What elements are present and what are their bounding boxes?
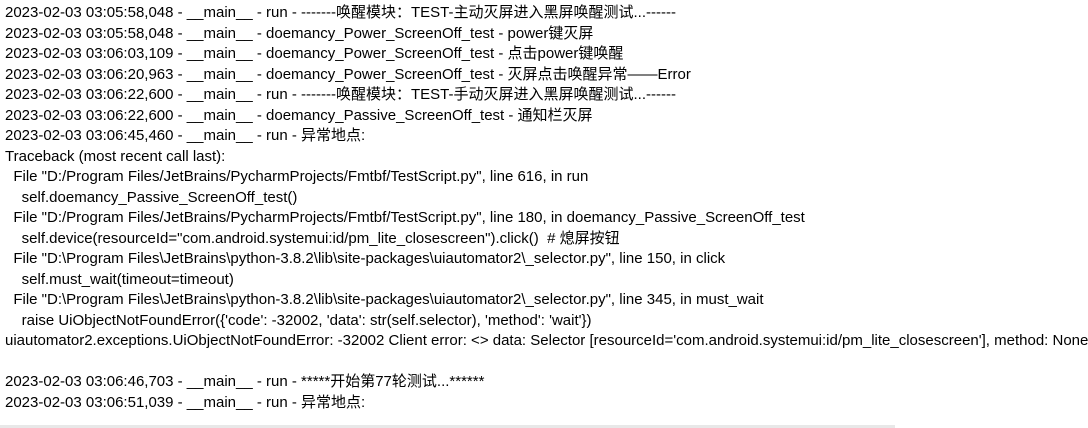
horizontal-scroll-track[interactable] xyxy=(0,425,895,428)
log-lines: 2023-02-03 03:05:58,048 - __main__ - run… xyxy=(5,3,1088,413)
log-line: 2023-02-03 03:06:22,600 - __main__ - doe… xyxy=(5,106,593,124)
log-line: 2023-02-03 03:06:20,963 - __main__ - doe… xyxy=(5,65,691,83)
traceback-code: self.device(resourceId="com.android.syst… xyxy=(5,229,620,247)
traceback-header: Traceback (most recent call last): xyxy=(5,147,226,165)
blank-line xyxy=(5,352,895,373)
traceback-frame: File "D:/Program Files/JetBrains/Pycharm… xyxy=(5,168,589,185)
traceback-code: self.must_wait(timeout=timeout) xyxy=(5,270,234,288)
log-line: 2023-02-03 03:06:51,039 - __main__ - run… xyxy=(5,393,366,411)
log-line: 2023-02-03 03:06:46,703 - __main__ - run… xyxy=(5,373,485,390)
log-line: 2023-02-03 03:06:03,109 - __main__ - doe… xyxy=(5,45,624,62)
log-line: 2023-02-03 03:06:45,460 - __main__ - run… xyxy=(5,127,366,144)
traceback-code: self.doemancy_Passive_ScreenOff_test() xyxy=(5,188,298,206)
traceback-frame: File "D:/Program Files/JetBrains/Pycharm… xyxy=(5,209,805,226)
log-line: 2023-02-03 03:05:58,048 - __main__ - doe… xyxy=(5,24,594,42)
traceback-frame: File "D:\Program Files\JetBrains\python-… xyxy=(5,291,764,308)
traceback-code: raise UiObjectNotFoundError({'code': -32… xyxy=(5,311,592,329)
log-line: 2023-02-03 03:05:58,048 - __main__ - run… xyxy=(5,4,676,21)
log-line: 2023-02-03 03:06:22,600 - __main__ - run… xyxy=(5,86,676,103)
traceback-frame: File "D:\Program Files\JetBrains\python-… xyxy=(5,250,726,267)
exception-message: uiautomator2.exceptions.UiObjectNotFound… xyxy=(5,332,1088,349)
